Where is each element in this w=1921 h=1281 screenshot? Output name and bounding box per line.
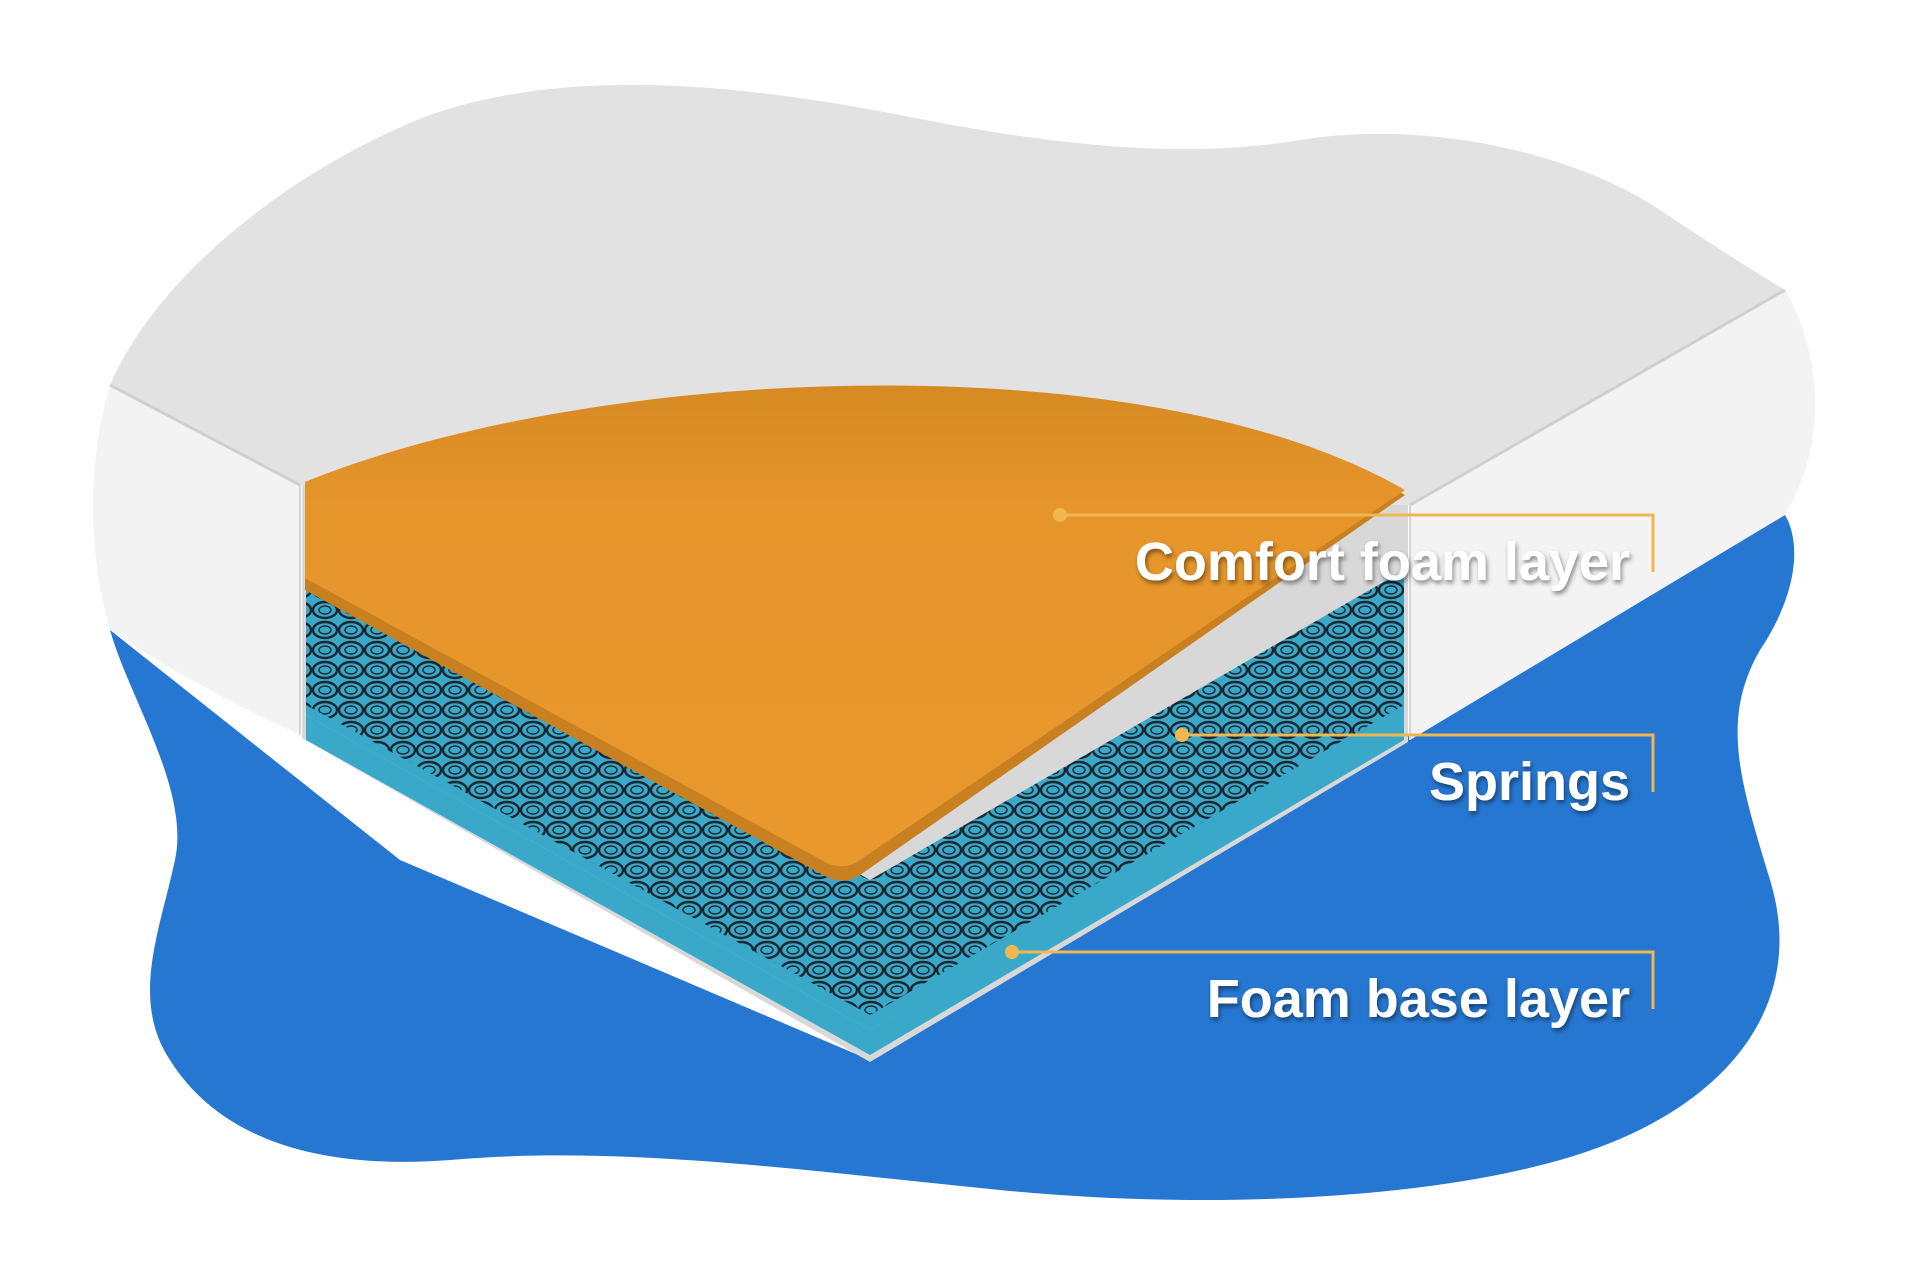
- label-comfort-foam-layer: Comfort foam layer: [1135, 532, 1630, 592]
- leader-dot-base: [1005, 945, 1019, 959]
- background-blob: [110, 515, 1795, 1200]
- label-foam-base-layer: Foam base layer: [1207, 969, 1630, 1029]
- leader-dot-springs: [1175, 728, 1189, 742]
- mattress-side-left: [93, 385, 300, 735]
- leader-line-base: [1012, 950, 1655, 1009]
- leader-line-springs: [1182, 733, 1655, 792]
- mattress-top-surface: [110, 84, 1785, 505]
- leader-lines: [1012, 513, 1655, 1009]
- springs-coils: [306, 570, 1404, 1015]
- leader-line-comfort: [1060, 513, 1655, 572]
- leader-dots: [1005, 508, 1189, 959]
- leader-dot-comfort: [1053, 508, 1067, 522]
- comfort-foam-layer: [305, 385, 1405, 867]
- label-springs: Springs: [1429, 752, 1630, 812]
